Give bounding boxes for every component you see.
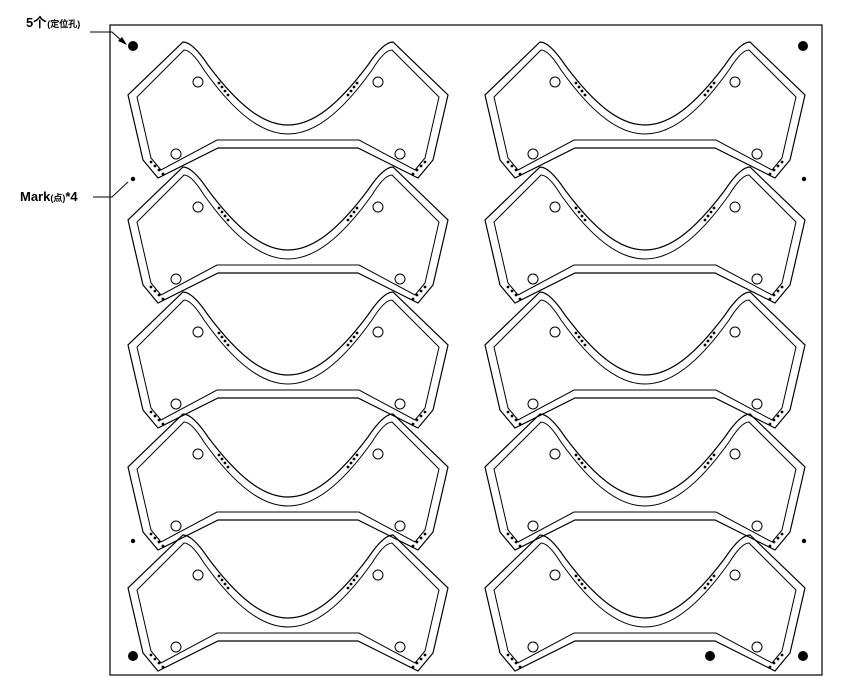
locating-hole (798, 651, 808, 661)
fiducial-marks-leader (93, 181, 129, 198)
locating-holes-leader (90, 31, 124, 43)
fiducial-mark (801, 176, 807, 182)
locating-holes-note: (定位孔) (47, 18, 80, 29)
leader-arrowhead (118, 37, 127, 45)
fiducial-mark (130, 176, 136, 182)
locating-holes-label: 5个(定位孔) (26, 15, 80, 30)
locating-holes-count: 5个 (26, 15, 47, 30)
panel-border (109, 24, 823, 676)
fiducial-mark (130, 538, 136, 544)
flex-piece (484, 291, 806, 429)
flex-piece (127, 534, 449, 672)
flex-piece (127, 166, 449, 304)
flex-piece (484, 166, 806, 304)
flex-piece (127, 413, 449, 551)
flex-piece (127, 41, 449, 179)
fiducial-mark (801, 538, 807, 544)
flex-piece (484, 41, 806, 179)
locating-hole (128, 41, 138, 51)
flex-piece (484, 534, 806, 672)
flex-piece (484, 413, 806, 551)
fiducial-marks-name: Mark (20, 189, 51, 204)
locating-hole (705, 651, 715, 661)
locating-hole (128, 651, 138, 661)
fiducial-marks-count: *4 (65, 189, 78, 204)
locating-hole (798, 41, 808, 51)
fiducial-marks-label: Mark(点)*4 (20, 189, 78, 204)
flex-piece (127, 291, 449, 429)
fiducial-marks-note: (点) (50, 192, 65, 203)
